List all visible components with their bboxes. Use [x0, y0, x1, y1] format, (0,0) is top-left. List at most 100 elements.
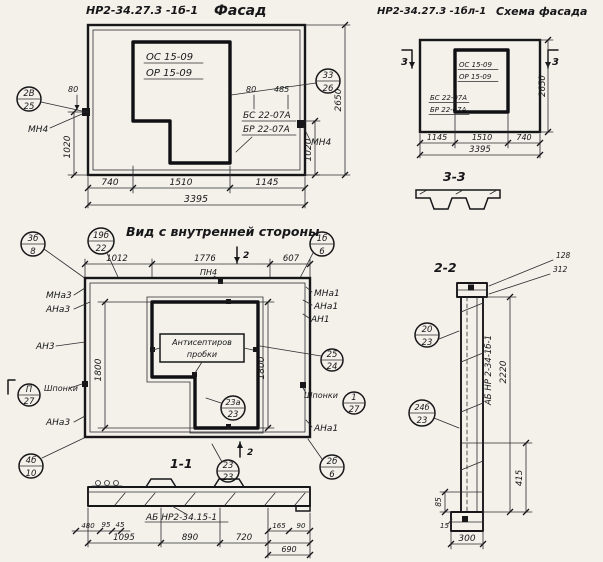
facade-title-code: НР2-34.27.3 -1б-1: [86, 4, 198, 17]
schema-title-code: НР2-34.27.3 -1бл-1: [377, 5, 486, 17]
inner-view-drawing: Вид с внутренней стороны 3б 8 19б 22 1б …: [7, 224, 366, 480]
dim-1776: 1776: [194, 254, 216, 264]
facade-window-opening: [131, 40, 232, 165]
panel-mark-br: БР 22-07А: [243, 125, 290, 135]
label-an1: АН1: [310, 315, 330, 325]
section-2-cut-mark-top: 2: [234, 246, 249, 264]
facade-window-labels: ОС 15-09 ОР 15-09: [143, 52, 204, 80]
section-2-2-dimensions: 2220 415 85 15 300: [434, 293, 533, 550]
mark-bottom: 23: [228, 410, 239, 420]
dim-2650: 2650: [538, 75, 548, 97]
dim-3395: 3395: [184, 194, 208, 205]
dim-90: 90: [297, 522, 306, 530]
section-1-1-label: АБ НР2-34.15-1: [144, 505, 229, 523]
mark-bottom: 6: [329, 470, 335, 480]
section-1-cut-mark-left: [7, 379, 16, 395]
dim-128: 128: [556, 251, 571, 260]
key-icon: [300, 382, 306, 388]
dim-480: 480: [81, 522, 95, 530]
mark-bottom: 8: [30, 247, 36, 257]
facade-anchor-right: МН4: [297, 120, 332, 148]
panel-type-label: АБ НР2-34.15-1: [145, 513, 217, 523]
dim-80-left: 80: [68, 85, 78, 94]
facade-drawing: НР2-34.27.3 -1б-1 Фасад ОС 15-09 ОР 15-0…: [16, 3, 351, 209]
mark-bottom: 23: [223, 473, 234, 483]
facade-panel-labels: БС 22-07А БР 22-07А: [230, 82, 317, 153]
plug-icon: [150, 347, 155, 352]
dim-80-right: 80: [246, 85, 256, 94]
mark-top: 20: [422, 325, 433, 335]
mark-top: 33: [323, 71, 334, 81]
section-1-1: 23 23 1-1 АБ НР2-34.15-1: [71, 443, 314, 559]
schema-dimensions: 1145 1510 740 3395 2650: [416, 36, 554, 159]
dim-1145: 1145: [427, 133, 447, 142]
label-ana3-bot: АНа3: [45, 418, 70, 428]
dim-740: 740: [516, 133, 531, 142]
label-ana1-top: АНа1: [313, 302, 338, 312]
mark-bottom: 10: [26, 469, 37, 479]
plug-icon: [253, 347, 258, 352]
inner-window-offset-line: [146, 296, 264, 434]
section-3-cut-mark-right: 3: [545, 49, 559, 69]
mark-top: 3б: [28, 234, 39, 244]
dim-1020-left: 1020: [63, 135, 73, 158]
mark-bottom: 27: [349, 405, 360, 415]
window-mark-os: ОС 15-09: [146, 52, 193, 63]
position-mark-1-27: 1 27: [342, 391, 366, 415]
inner-right-callouts: МНа1 АНа1 АН1 25 24 Шпонки 1 27 АНа1: [259, 286, 366, 480]
inner-panel-outline: [83, 276, 312, 439]
position-mark-23-23: 23 23: [211, 443, 240, 483]
section-3-cut-mark-left: 3: [401, 49, 415, 69]
mark-bottom: 27: [24, 397, 35, 407]
dim-1510: 1510: [170, 178, 193, 188]
window-mark-or: ОР 15-09: [146, 68, 192, 79]
plugs-label-line2: пробки: [187, 350, 217, 359]
section-2-2-top-dims: 128 312: [488, 251, 571, 295]
mark-top: 23а: [225, 398, 240, 407]
mark-top: 19б: [93, 231, 109, 241]
label-an3: АН3: [35, 342, 55, 352]
dim-1800-right: 1800: [257, 356, 267, 379]
position-mark-3b-8: 3б 8: [20, 231, 87, 280]
panel-mark-bs: БС 22-07А: [430, 94, 467, 102]
dim-1095: 1095: [113, 533, 135, 543]
facade-title-word: Фасад: [214, 3, 266, 19]
cut-mark-label: 3: [401, 57, 408, 68]
mark-top: П: [26, 385, 33, 395]
position-mark-24b-23: 24б 23: [408, 399, 460, 429]
dim-2650: 2650: [334, 88, 344, 111]
dim-2220: 2220: [499, 360, 509, 383]
label-ana1-bot: АНа1: [313, 424, 338, 434]
label-mna3: МНа3: [46, 291, 72, 301]
cut-mark-label: 2: [247, 448, 253, 458]
section-2-2-profile: [450, 282, 488, 532]
mark-top: 23: [223, 461, 234, 471]
mark-top: 2б: [327, 457, 338, 467]
position-mark-20-23: 20 23: [414, 322, 460, 348]
dim-165: 165: [272, 522, 286, 530]
schema-panel-outline: [418, 38, 542, 134]
position-mark-19b-22: 19б 22: [87, 227, 119, 278]
inner-window-opening: [150, 300, 260, 430]
dim-312: 312: [553, 265, 568, 274]
dim-1800-left: 1800: [94, 358, 104, 381]
pn4-label: ПН4: [200, 268, 217, 277]
schema-window-opening: [453, 48, 510, 114]
inner-view-title: Вид с внутренней стороны: [126, 224, 319, 239]
inner-left-callouts: МНа3 АНа3 АН3 П 27 Шпонки АНа3 4б 10: [7, 287, 91, 479]
mark-bottom: 23: [422, 338, 433, 348]
dim-485: 485: [274, 85, 289, 94]
inner-vertical-dimensions: 1800 1800: [94, 298, 275, 432]
dim-890: 890: [182, 533, 198, 543]
dim-1020-right: 1020: [304, 138, 314, 161]
mark-bottom: 24: [327, 362, 338, 372]
schema-drawing: НР2-34.27.3 -1бл-1 Схема фасада ОС 15-09…: [377, 5, 587, 210]
mark-top: 2В: [23, 89, 34, 99]
position-mark-33-26: 33 26: [315, 68, 341, 94]
dim-1145: 1145: [256, 178, 279, 188]
facade-dimensions: 80 80 485 1020 1020 2650: [63, 21, 351, 209]
position-mark-p-27: П 27: [17, 383, 41, 407]
anchor-label: МН4: [28, 125, 49, 135]
plug-icon: [226, 299, 231, 304]
